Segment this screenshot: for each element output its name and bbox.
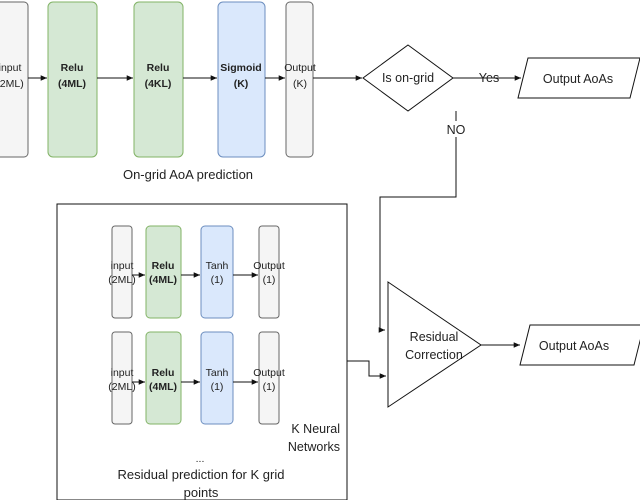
res2-input-size: (2ML) <box>108 381 135 393</box>
top-sigmoid-size: (K) <box>234 78 249 90</box>
residual-caption-line2: points <box>184 485 219 500</box>
res2-output-size: (1) <box>263 381 276 393</box>
res1-output-size: (1) <box>263 274 276 286</box>
correction-label-line1: Residual <box>410 330 459 344</box>
res1-input-size: (2ML) <box>108 274 135 286</box>
res2-tanh-layer <box>200 331 234 425</box>
top-sigmoid-layer <box>217 1 266 158</box>
no-label-bg <box>441 121 471 137</box>
residual-block: input (2ML) Relu (4ML) Tanh (1) Output (… <box>56 203 386 500</box>
res1-input-layer <box>111 225 133 319</box>
top-input-label: input <box>0 62 21 74</box>
res1-tanh-size: (1) <box>211 274 224 286</box>
top-input-layer <box>0 1 29 158</box>
output-top-parallelogram <box>517 57 640 99</box>
decision: Is on-grid Yes Output AoAs NO <box>362 44 640 333</box>
res1-relu-size: (4ML) <box>149 274 177 286</box>
output-bottom-label: Output AoAs <box>539 339 609 353</box>
top-relu1-label: Relu <box>61 62 84 74</box>
res2-output-layer <box>258 331 280 425</box>
res1-relu-layer <box>145 225 182 319</box>
top-relu2-layer <box>133 1 184 158</box>
res2-input-layer <box>111 331 133 425</box>
res2-tanh-size: (1) <box>211 381 224 393</box>
decision-diamond <box>362 44 454 112</box>
res2-relu-size: (4ML) <box>149 381 177 393</box>
residual-ellipsis: ... <box>196 453 205 465</box>
decision-label: Is on-grid <box>382 71 434 85</box>
top-network: input (2ML) Relu (4ML) Relu (4KL) Sigmoi… <box>0 1 362 182</box>
res1-tanh-label: Tanh <box>206 260 229 272</box>
top-relu2-size: (4KL) <box>145 78 172 90</box>
top-input-size: (2ML) <box>0 78 24 90</box>
output-top-label: Output AoAs <box>543 72 613 86</box>
top-sigmoid-label: Sigmoid <box>220 62 261 74</box>
residual-caption-line1: Residual prediction for K grid <box>118 467 285 482</box>
top-output-size: (K) <box>293 78 307 90</box>
top-relu1-layer <box>47 1 98 158</box>
res1-relu-label: Relu <box>152 260 175 272</box>
top-caption: On-grid AoA prediction <box>123 167 253 182</box>
res2-relu-layer <box>145 331 182 425</box>
res2-input-label: input <box>111 367 134 379</box>
no-label: NO <box>447 123 466 137</box>
correction-label-line2: Correction <box>405 348 463 362</box>
res2-output-label: Output <box>253 367 285 379</box>
correction-triangle <box>387 281 482 408</box>
res1-tanh-layer <box>200 225 234 319</box>
top-output-layer <box>285 1 314 158</box>
output-bottom-parallelogram <box>519 324 640 366</box>
res2-relu-label: Relu <box>152 367 175 379</box>
res1-output-layer <box>258 225 280 319</box>
residual-container <box>56 203 348 500</box>
k-networks-label-line1: K Neural <box>291 422 340 436</box>
k-networks-label-line2: Networks <box>288 440 340 454</box>
yes-label: Yes <box>479 71 499 85</box>
res1-input-label: input <box>111 260 134 272</box>
res1-output-label: Output <box>253 260 285 272</box>
no-connector <box>378 111 457 333</box>
top-relu2-label: Relu <box>147 62 170 74</box>
top-relu1-size: (4ML) <box>58 78 86 90</box>
residual-to-correction-connector <box>347 360 386 379</box>
res2-tanh-label: Tanh <box>206 367 229 379</box>
correction: Residual Correction Output AoAs <box>387 281 640 408</box>
top-output-label: Output <box>284 62 316 74</box>
